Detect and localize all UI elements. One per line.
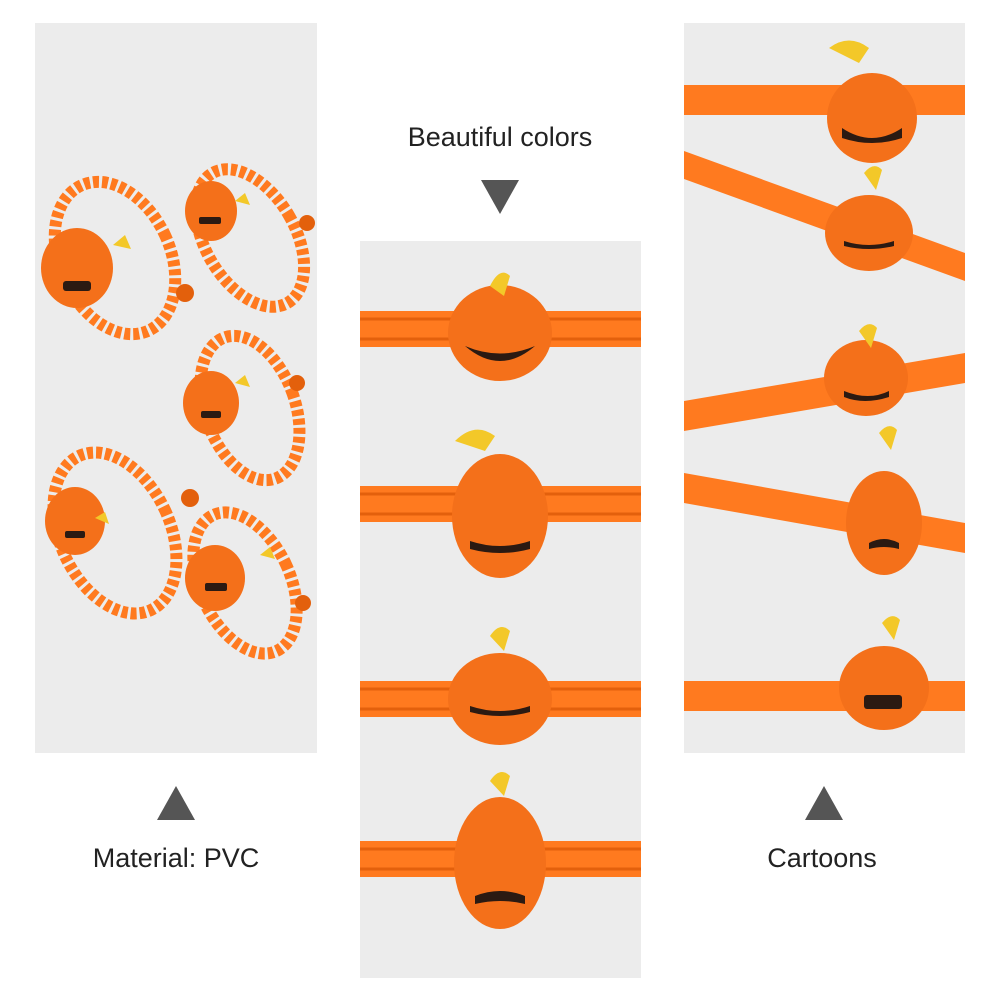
triangle-down-icon (481, 180, 519, 214)
right-product-photo (684, 23, 965, 753)
triangle-up-icon (805, 786, 843, 820)
bracelets-cartoons-image (684, 40, 965, 730)
triangle-up-icon (157, 786, 195, 820)
center-caption: Beautiful colors (407, 122, 593, 152)
center-product-photo (360, 241, 641, 978)
right-caption: Cartoons (767, 843, 877, 873)
left-product-photo (35, 23, 317, 753)
bracelets-pile-image (41, 163, 315, 660)
bracelets-colors-image (360, 272, 641, 929)
left-caption: Material: PVC (92, 843, 260, 873)
